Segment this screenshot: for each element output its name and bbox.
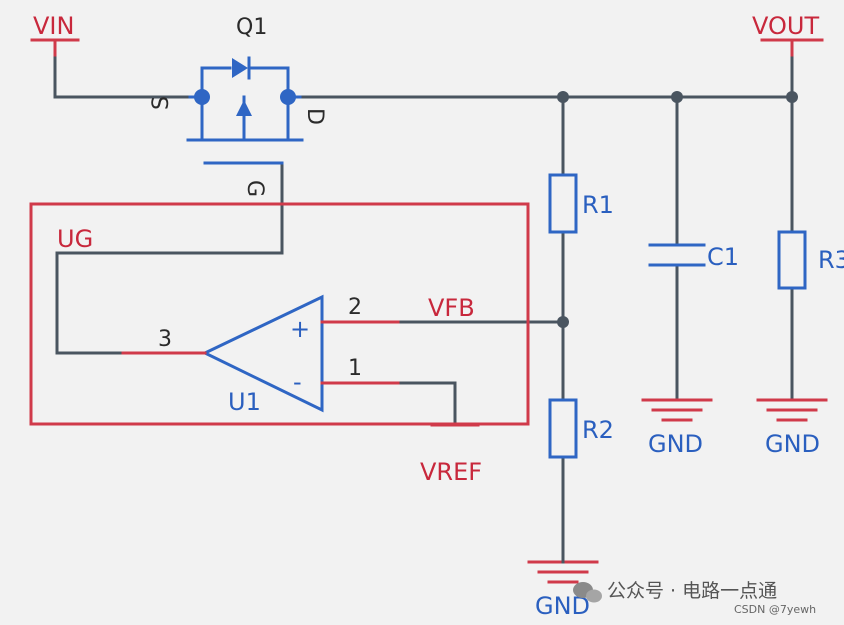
u1-label: U1	[228, 388, 261, 416]
plus-pin-label: +	[290, 315, 310, 343]
minus-pin-label: -	[293, 368, 302, 396]
r2-label: R2	[582, 416, 614, 444]
pin2-label: 2	[348, 295, 362, 320]
junction-dot	[557, 316, 569, 328]
q1-label: Q1	[236, 15, 267, 40]
vref-label: VREF	[420, 458, 482, 486]
resistor-r3	[777, 230, 807, 290]
vin-flag	[30, 38, 80, 57]
junction-dots	[557, 91, 798, 328]
ug-label: UG	[57, 225, 93, 253]
junction-dot	[557, 91, 569, 103]
vout-flag	[760, 38, 824, 57]
controller-box	[29, 202, 530, 426]
watermark-text: 公众号 · 电路一点通	[607, 580, 777, 602]
junction-dot	[786, 91, 798, 103]
vfb-label: VFB	[428, 294, 475, 322]
r1-label: R1	[582, 191, 614, 219]
body-diode-icon	[232, 58, 248, 78]
pin3-label: 3	[158, 327, 172, 352]
r3-label: R3	[818, 246, 844, 274]
gate-pin-label: G	[242, 180, 267, 197]
gnd-label-r3: GND	[765, 430, 820, 458]
resistor-r1	[548, 173, 578, 234]
vin-label: VIN	[33, 12, 74, 40]
ground-icon	[527, 560, 599, 584]
drain-pin-label: D	[302, 108, 327, 125]
channel-arrow-icon	[236, 100, 252, 116]
mosfet-q1	[186, 56, 304, 165]
ground-icon	[756, 398, 828, 422]
resistor-r2	[548, 398, 578, 459]
source-pin-label: S	[149, 96, 174, 110]
capacitor-c1	[648, 243, 706, 267]
ground-icon	[641, 398, 713, 422]
opamp-u1	[121, 294, 400, 413]
c1-label: C1	[707, 243, 739, 271]
watermark-credit: CSDN @7yewh	[734, 603, 816, 616]
wechat-icon	[573, 582, 602, 603]
pin1-label: 1	[348, 356, 362, 381]
junction-dot	[671, 91, 683, 103]
gnd-label-c1: GND	[648, 430, 703, 458]
vout-label: VOUT	[752, 12, 819, 40]
